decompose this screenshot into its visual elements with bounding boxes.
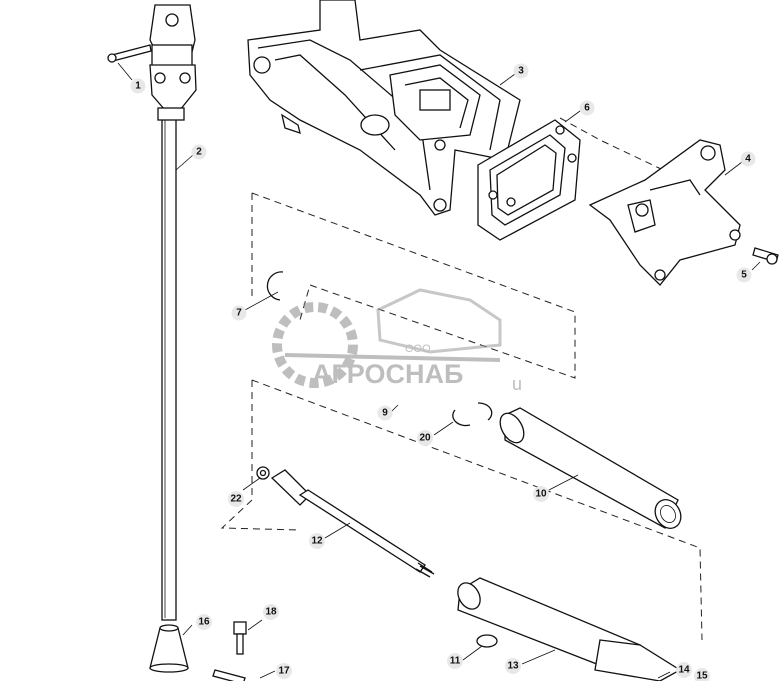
clip-ring-7-part [266, 271, 284, 301]
key-11-part [476, 634, 498, 648]
callout-3: 3 [513, 63, 529, 79]
watermark-suffix-text: u [512, 374, 522, 394]
callout-label: 16 [198, 617, 210, 628]
callout-label: 11 [450, 656, 461, 667]
gasket-frame-part [477, 119, 581, 241]
watermark-prefix-text: ООО [405, 343, 431, 355]
callout-label: 9 [382, 408, 388, 419]
tube-10-part [499, 407, 682, 529]
callout-2: 2 [191, 144, 207, 160]
leader-lines [117, 62, 761, 679]
callout-label: 5 [741, 270, 747, 281]
callout-label: 13 [507, 661, 519, 672]
callout-label: 3 [518, 66, 524, 77]
callout-18: 18 [263, 604, 279, 620]
callout-label: 14 [678, 665, 690, 676]
shaft-boot-part [149, 624, 189, 673]
callout-14: 14 [676, 662, 692, 678]
callout-22: 22 [228, 491, 244, 507]
callout-label: 15 [696, 671, 708, 681]
callout-label: 4 [745, 154, 751, 165]
callout-1: 1 [130, 78, 146, 94]
callout-5: 5 [736, 267, 752, 283]
callout-6: 6 [579, 100, 595, 116]
callout-label: 2 [196, 147, 202, 158]
callout-label: 1 [135, 81, 141, 92]
steering-shaft-part [107, 4, 197, 621]
callout-label: 17 [278, 666, 290, 677]
callout-17: 17 [276, 663, 292, 679]
callout-13: 13 [505, 658, 521, 674]
callout-label: 22 [230, 494, 242, 505]
callout-label: 10 [535, 489, 547, 500]
bolt-18-part [233, 621, 247, 655]
lower-shaft-13-part [457, 577, 682, 681]
callout-label: 18 [265, 607, 277, 618]
rod-12-part [270, 469, 435, 578]
callout-7: 7 [231, 305, 247, 321]
callout-10: 10 [533, 486, 549, 502]
clip-ring-20-part [452, 402, 493, 427]
callout-16: 16 [196, 614, 212, 630]
washer-22-part [256, 466, 270, 480]
callout-11: 11 [447, 653, 463, 669]
callout-label: 20 [419, 433, 431, 444]
callout-20: 20 [417, 430, 433, 446]
callout-9: 9 [377, 405, 393, 421]
callout-15: 15 [694, 668, 710, 681]
callout-4: 4 [740, 151, 756, 167]
callout-label: 7 [236, 308, 242, 319]
mounting-plate-part [588, 139, 741, 286]
callout-label: 6 [584, 103, 590, 114]
callout-12: 12 [309, 533, 325, 549]
watermark-company-text: АГРОСНАБ [312, 359, 463, 389]
bolt-5-part [752, 247, 779, 265]
pin-17-part [212, 669, 246, 681]
assembly-dashed-outline [220, 117, 703, 641]
callout-label: 12 [311, 536, 323, 547]
watermark-logo: ООО АГРОСНАБ u [272, 288, 522, 394]
bracket-housing-part [247, 0, 521, 216]
